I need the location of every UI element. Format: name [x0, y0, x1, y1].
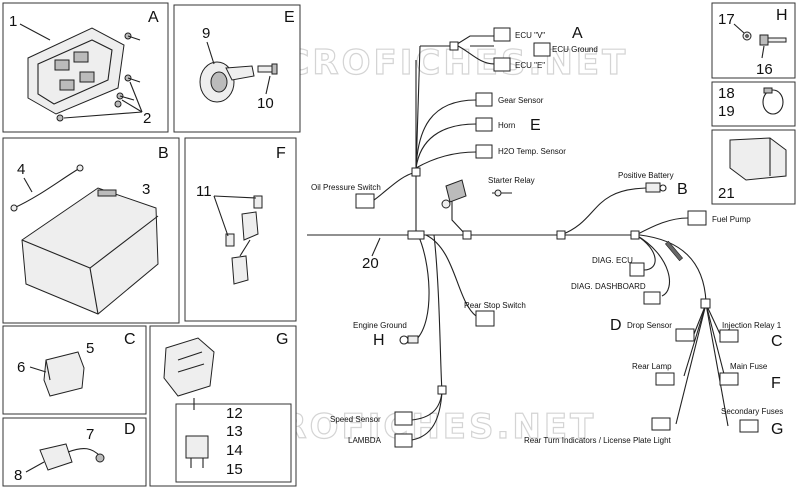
- label-positive-battery: Positive Battery: [618, 171, 674, 180]
- clamp-icon: [762, 87, 784, 115]
- washer-icon: [733, 23, 752, 41]
- label-oil-pressure: Oil Pressure Switch: [311, 183, 381, 192]
- part-number-2: 2: [143, 110, 151, 127]
- panel-e-letter: E: [284, 9, 295, 26]
- battery-icon: [21, 187, 159, 315]
- relay-icon: [29, 351, 85, 397]
- label-lambda: LAMBDA: [348, 436, 382, 445]
- bolt-icon: [257, 63, 278, 95]
- ring-terminal-icon: [399, 182, 667, 345]
- label-starter-relay: Starter Relay: [488, 176, 535, 185]
- battery-cable-icon: [10, 164, 84, 212]
- label-engine-ground: Engine Ground: [353, 321, 407, 330]
- ref-letter-secondary-fuses: G: [771, 421, 783, 438]
- label-ecu-ground: ECU Ground: [552, 45, 598, 54]
- label-secondary-fuses: Secondary Fuses: [721, 407, 783, 416]
- label-ecu-e: ECU "E": [515, 61, 545, 70]
- label-ecu-v: ECU "V": [515, 31, 545, 40]
- panel-h-letter: H: [776, 7, 788, 24]
- connector-labels: ECU "V" ECU Ground ECU "E" Gear Sensor H…: [311, 31, 783, 445]
- label-diag-dashboard: DIAG. DASHBOARD: [571, 282, 646, 291]
- horn-icon: [199, 41, 255, 103]
- label-drop-sensor: Drop Sensor: [627, 321, 672, 330]
- label-rear-lamp: Rear Lamp: [632, 362, 672, 371]
- screw-icon: [56, 32, 143, 122]
- ref-letter-horn: E: [530, 117, 541, 134]
- panel-g-letter: G: [276, 331, 288, 348]
- fuse-icon: [213, 195, 263, 285]
- part-number-13: 13: [226, 423, 243, 440]
- label-rear-turn: Rear Turn Indicators / License Plate Lig…: [524, 436, 672, 445]
- ref-letter-positive-battery: B: [677, 181, 688, 198]
- fuse-icon: [185, 435, 209, 468]
- fuse-box-icon: [163, 337, 215, 410]
- part-number-10: 10: [257, 95, 274, 112]
- label-diag-ecu: DIAG. ECU: [592, 256, 633, 265]
- part-number-17: 17: [718, 11, 735, 28]
- part-number-14: 14: [226, 442, 243, 459]
- panel-d: [2, 417, 147, 487]
- part-number-8: 8: [14, 467, 22, 484]
- label-injection-relay: Injection Relay 1: [722, 321, 782, 330]
- part-number-16: 16: [756, 61, 773, 78]
- harness-leader: [371, 237, 381, 257]
- relay-icon: [729, 137, 787, 181]
- panel-f-letter: F: [276, 145, 286, 162]
- label-main-fuse: Main Fuse: [730, 362, 768, 371]
- label-horn: Horn: [498, 121, 515, 130]
- starter-relay-icon: [441, 179, 467, 209]
- reference-letters: A E B H D C F G: [373, 25, 783, 438]
- connector-boxes: [355, 27, 759, 448]
- part-number-4: 4: [17, 161, 25, 178]
- ref-letter-main-fuse: F: [771, 375, 781, 392]
- label-gear-sensor: Gear Sensor: [498, 96, 544, 105]
- ref-letter-injection-relay: C: [771, 333, 783, 350]
- part-number-11: 11: [196, 183, 212, 200]
- part-number-19: 19: [718, 103, 735, 120]
- ref-letter-engine-ground: H: [373, 332, 385, 349]
- panel-a-letter: A: [148, 9, 159, 26]
- part-number-9: 9: [202, 25, 210, 42]
- sensor-icon: [25, 443, 105, 473]
- ref-letter-ecu: A: [572, 25, 583, 42]
- ref-letter-drop-sensor: D: [610, 317, 622, 334]
- ecu-icon: [19, 23, 125, 115]
- part-number-3: 3: [142, 181, 150, 198]
- panel-b-letter: B: [158, 145, 169, 162]
- part-number-20: 20: [362, 255, 379, 272]
- part-number-15: 15: [226, 461, 243, 478]
- panel-e: [173, 4, 301, 133]
- wiring-harness: [307, 35, 729, 441]
- part-number-18: 18: [718, 85, 735, 102]
- label-fuel-pump: Fuel Pump: [712, 215, 751, 224]
- panel-18-19: [711, 81, 796, 127]
- label-h2o-temp: H2O Temp. Sensor: [498, 147, 566, 156]
- part-number-21: 21: [718, 185, 735, 202]
- label-speed-sensor: Speed Sensor: [330, 415, 381, 424]
- panel-c-letter: C: [124, 331, 136, 348]
- part-number-6: 6: [17, 359, 25, 376]
- part-number-1: 1: [9, 13, 17, 30]
- bolt-icon: [759, 34, 787, 59]
- panel-d-letter: D: [124, 421, 136, 438]
- label-rear-stop: Rear Stop Switch: [464, 301, 526, 310]
- panel-f: [184, 137, 297, 322]
- part-number-7: 7: [86, 426, 94, 443]
- part-number-12: 12: [226, 405, 243, 422]
- splice-nodes: [407, 41, 711, 395]
- part-number-5: 5: [86, 340, 94, 357]
